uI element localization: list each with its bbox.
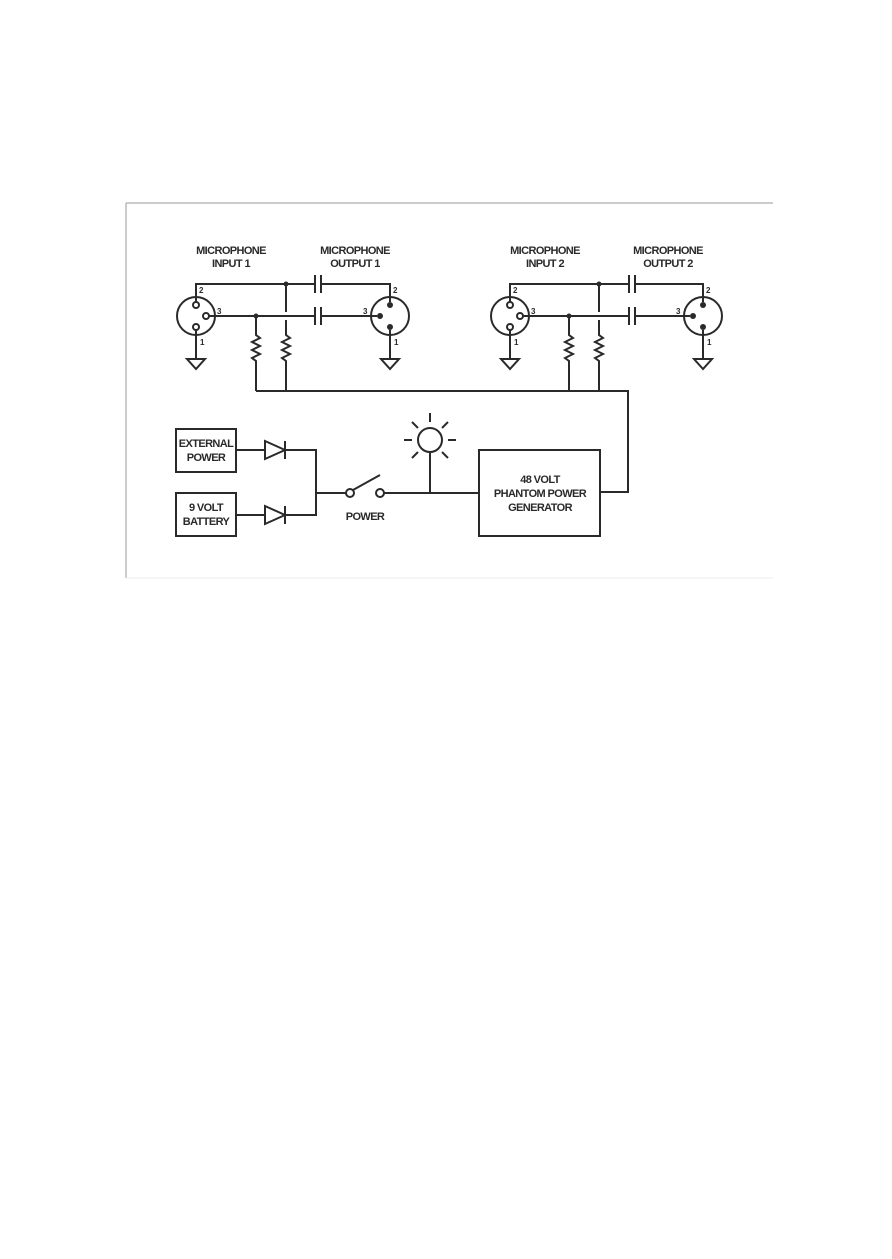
pin-number: 1 (514, 338, 519, 347)
pin-number: 1 (200, 338, 205, 347)
pin-number: 2 (706, 286, 711, 295)
diode-icon (236, 439, 317, 516)
pin-number: 2 (513, 286, 518, 295)
pin-number: 3 (531, 307, 536, 316)
svg-text:9 VOLT: 9 VOLT (189, 502, 224, 514)
capacitor-icon (628, 307, 636, 325)
svg-text:48 VOLT: 48 VOLT (520, 474, 560, 486)
resistor-icon (249, 316, 263, 391)
pin-number: 3 (363, 307, 368, 316)
pin-number: 3 (217, 307, 222, 316)
svg-text:POWER: POWER (346, 511, 385, 523)
output-label: OUTPUT 2 (643, 258, 693, 270)
svg-text:PHANTOM POWER: PHANTOM POWER (494, 488, 587, 500)
input-label: INPUT 1 (212, 258, 250, 270)
bias-bus-wire (256, 390, 629, 493)
battery-box: 9 VOLT BATTERY (175, 492, 237, 537)
external-power-box: EXTERNAL POWER (175, 428, 237, 473)
svg-text:GENERATOR: GENERATOR (508, 502, 573, 514)
ground-icon (498, 330, 522, 371)
input-label: MICROPHONE (196, 245, 266, 257)
pin-number: 2 (199, 286, 204, 295)
pin-number: 3 (676, 307, 681, 316)
input-label: INPUT 2 (526, 258, 564, 270)
resistor-icon (562, 316, 576, 391)
indicator-lamp-icon (404, 413, 456, 462)
pin2-wire (195, 283, 391, 302)
capacitor-icon (628, 275, 636, 293)
output-label: OUTPUT 1 (330, 258, 380, 270)
svg-text:POWER: POWER (187, 452, 226, 464)
svg-text:BATTERY: BATTERY (183, 516, 231, 528)
resistor-icon (592, 284, 606, 391)
output-label: MICROPHONE (633, 245, 703, 257)
input-label: MICROPHONE (510, 245, 580, 257)
capacitor-icon (314, 307, 322, 325)
svg-text:EXTERNAL: EXTERNAL (179, 438, 234, 450)
diode-icon (264, 504, 288, 526)
frame (125, 202, 773, 579)
power-switch: POWER (316, 453, 479, 523)
pin-number: 2 (393, 286, 398, 295)
ground-icon (378, 330, 402, 371)
pin-number: 1 (394, 338, 399, 347)
resistor-icon (279, 284, 293, 391)
pin2-wire (509, 283, 704, 302)
phantom-power-generator-box: 48 VOLT PHANTOM POWER GENERATOR (478, 449, 601, 537)
ground-icon (691, 330, 715, 371)
output-label: MICROPHONE (320, 245, 390, 257)
ground-icon (184, 330, 208, 371)
pin-number: 1 (707, 338, 712, 347)
capacitor-icon (314, 275, 322, 293)
